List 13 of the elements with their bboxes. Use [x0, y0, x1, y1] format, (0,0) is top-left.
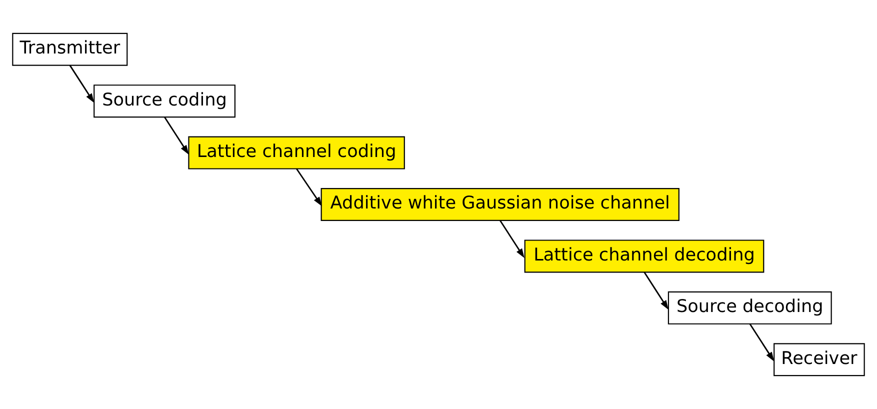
node-box: Lattice channel coding — [188, 136, 405, 170]
arrow — [164, 116, 189, 155]
node-box: Transmitter — [12, 32, 128, 66]
arrow — [749, 324, 774, 362]
node-box: Source decoding — [668, 291, 832, 324]
node-box: Source coding — [94, 84, 236, 118]
arrow — [69, 64, 94, 103]
arrow — [500, 220, 524, 258]
node-box: Additive white Gaussian noise channel — [320, 188, 680, 221]
arrow — [644, 272, 669, 310]
node-box: Receiver — [774, 343, 865, 376]
node-box: Lattice channel decoding — [524, 240, 764, 273]
arrow — [296, 168, 322, 206]
